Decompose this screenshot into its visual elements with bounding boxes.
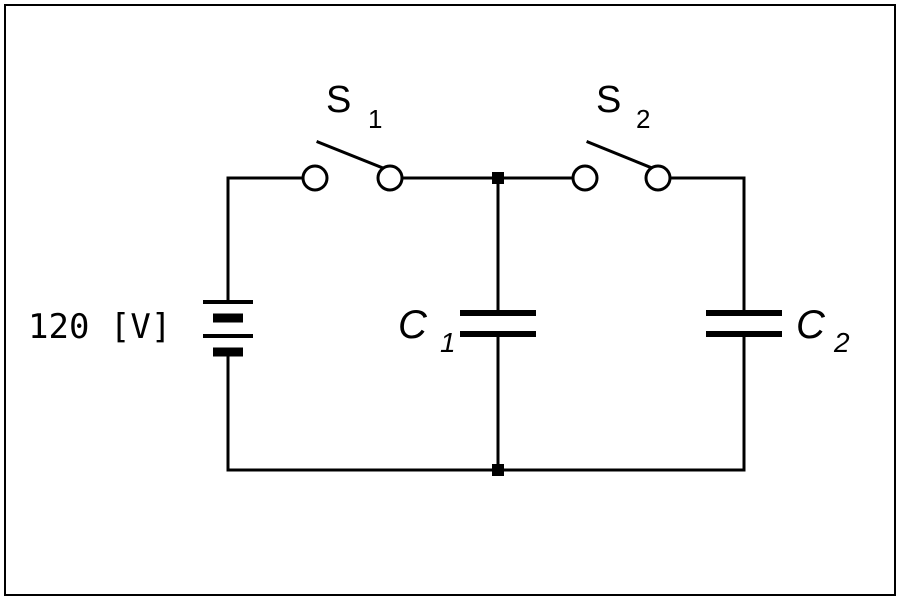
capacitor-c1-label: C (398, 303, 428, 347)
capacitor-c1-subscript: 1 (440, 327, 456, 358)
battery-voltage-label: 120 [V] (28, 307, 171, 347)
capacitor-c2 (706, 310, 782, 337)
switch-s1-terminal-left (301, 164, 329, 192)
switch-s2-label: S (596, 79, 621, 121)
switch-s1 (301, 140, 404, 192)
switch-s1-label: S (326, 79, 351, 121)
junction-top (492, 172, 504, 184)
switch-s2-subscript: 2 (636, 104, 650, 134)
capacitor-c1 (460, 310, 536, 337)
diagram-frame (4, 4, 896, 596)
switch-s2-lever (586, 140, 654, 170)
switch-s1-terminal-right (376, 164, 404, 192)
switch-s2-terminal-left (571, 164, 599, 192)
junction-bottom (492, 464, 504, 476)
switch-s1-lever (316, 140, 385, 170)
switch-s2 (571, 140, 672, 192)
capacitor-c2-label: C (796, 303, 826, 347)
switch-s2-terminal-right (644, 164, 672, 192)
capacitor-c2-subscript: 2 (833, 327, 850, 358)
switch-s1-subscript: 1 (368, 104, 382, 134)
battery-symbol (203, 300, 253, 357)
